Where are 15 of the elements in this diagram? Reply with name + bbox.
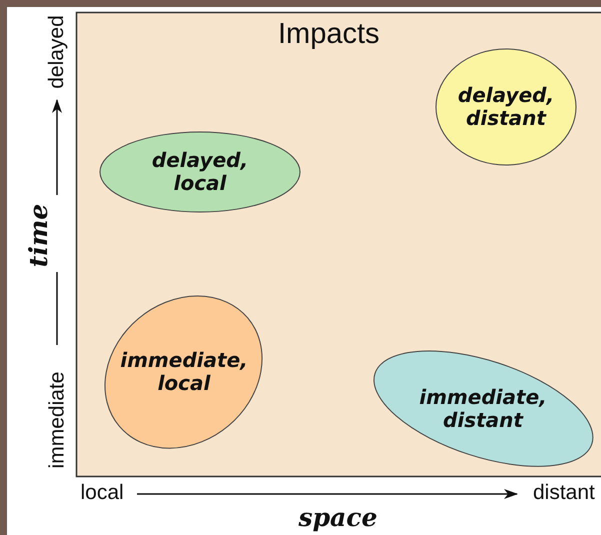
- diagram-title: Impacts: [278, 18, 380, 51]
- ellipse-label: immediate, distant: [418, 386, 548, 432]
- ellipse-label: immediate, local: [119, 348, 249, 395]
- impact-ellipse: [100, 132, 300, 212]
- impact-ellipse: [436, 49, 576, 165]
- impact-ellipse: [105, 296, 262, 448]
- axis-tick-label: local: [80, 481, 124, 505]
- ellipse-label: delayed, distant: [456, 84, 556, 130]
- ellipse-label: delayed, local: [150, 149, 250, 195]
- axis-title: time: [24, 203, 53, 267]
- axis-tick-label: immediate: [44, 372, 69, 468]
- impact-ellipse: [374, 351, 592, 467]
- axis-tick-label: delayed: [44, 15, 69, 89]
- axis-tick-label: distant: [533, 481, 595, 505]
- axis-title: space: [298, 502, 378, 532]
